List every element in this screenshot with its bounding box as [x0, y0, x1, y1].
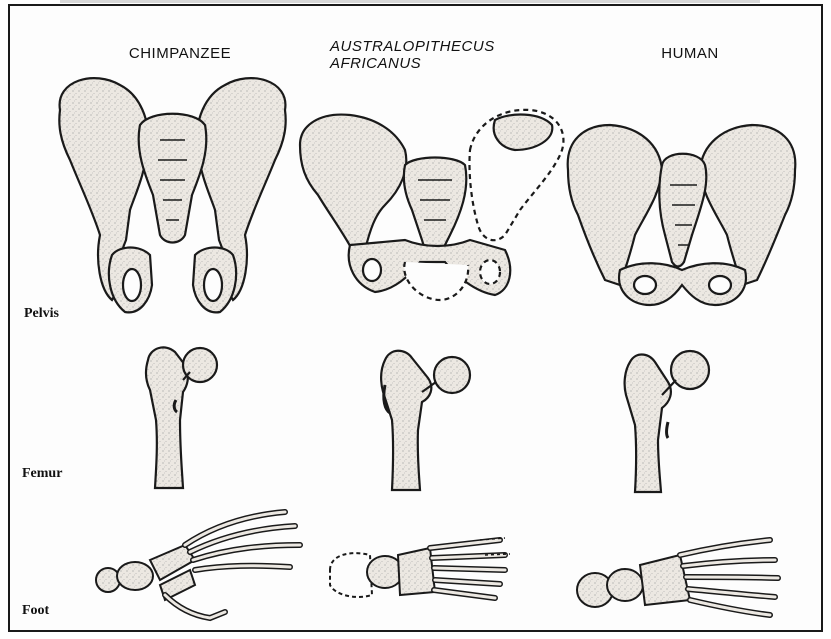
chimpanzee-femur [146, 347, 217, 488]
chimp-right-foramen [204, 269, 222, 301]
chimp-femoral-head [183, 348, 217, 382]
human-right-ilium [700, 125, 795, 285]
human-femur [625, 351, 709, 492]
chimpanzee-foot [96, 512, 300, 618]
australopithecus-foot [330, 538, 510, 598]
human-femoral-head [671, 351, 709, 389]
chimpanzee-pelvis [59, 78, 285, 312]
australo-femoral-head [434, 357, 470, 393]
australopithecus-pelvis [300, 110, 563, 300]
human-left-ilium [568, 125, 662, 285]
human-sacrum [659, 154, 706, 267]
australo-left-ilium [300, 115, 406, 255]
human-foot [577, 540, 778, 615]
australo-sacrum [404, 158, 466, 256]
australopithecus-femur [381, 351, 470, 490]
chimp-sacrum [139, 114, 207, 243]
chimp-left-foramen [123, 269, 141, 301]
human-pelvis [568, 125, 796, 305]
